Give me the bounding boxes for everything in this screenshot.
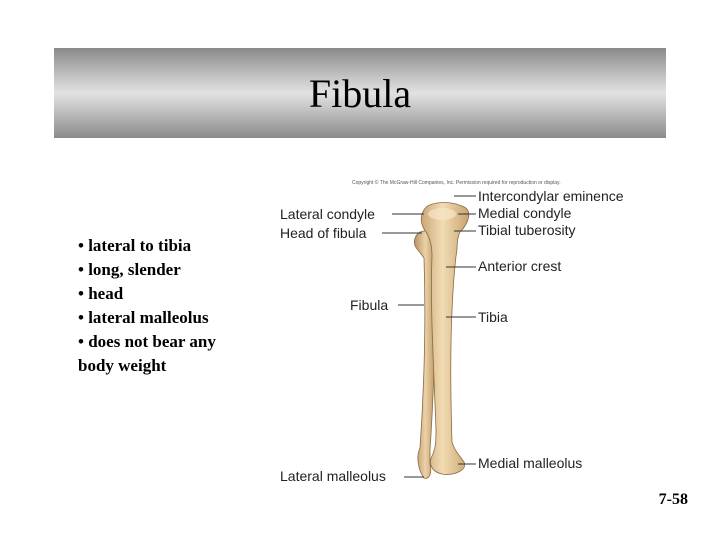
label-fibula: Fibula — [350, 297, 389, 313]
title-bar: Fibula — [54, 48, 666, 138]
bullet-item: • does not bear any — [78, 332, 216, 351]
tibia-fibula-illustration: Copyright © The McGraw-Hill Companies, I… — [278, 180, 658, 486]
label-intercondylar-eminence: Intercondylar eminence — [478, 188, 624, 204]
copyright-notice: Copyright © The McGraw-Hill Companies, I… — [352, 180, 561, 186]
label-lateral-malleolus: Lateral malleolus — [280, 468, 386, 484]
slide-title: Fibula — [308, 71, 412, 116]
bullet-item: • lateral to tibia — [78, 236, 192, 255]
bullet-item: • long, slender — [78, 260, 181, 279]
bullet-item: • head — [78, 284, 124, 303]
label-tibial-tuberosity: Tibial tuberosity — [478, 222, 576, 238]
bullet-item: • lateral malleolus — [78, 308, 209, 327]
label-medial-malleolus: Medial malleolus — [478, 455, 583, 471]
label-head-of-fibula: Head of fibula — [280, 225, 367, 241]
tibia-bone — [420, 202, 470, 475]
label-medial-condyle: Medial condyle — [478, 205, 572, 221]
bullet-item: body weight — [78, 356, 167, 375]
bullet-list: • lateral to tibia • long, slender • hea… — [78, 234, 278, 378]
label-tibia: Tibia — [478, 309, 508, 325]
page-number: 7-58 — [658, 491, 688, 508]
leader-lines — [382, 195, 476, 478]
label-anterior-crest: Anterior crest — [478, 258, 562, 274]
label-lateral-condyle: Lateral condyle — [280, 206, 375, 222]
bone-drawing — [382, 195, 476, 479]
